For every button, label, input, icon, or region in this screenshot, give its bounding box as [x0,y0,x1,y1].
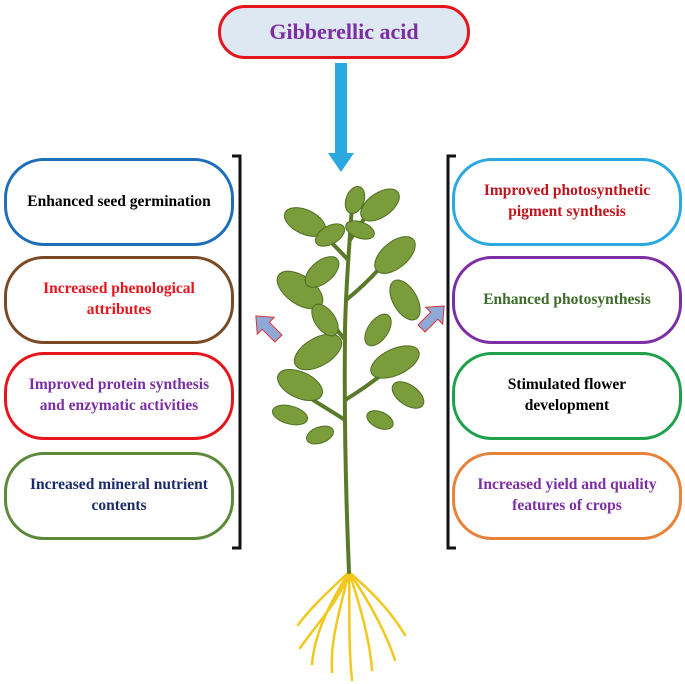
left-effect-4: Increased mineral nutrient contents [4,452,234,540]
right-effect-2: Enhanced photosynthesis [452,256,682,344]
title-box: Gibberellic acid [218,5,470,59]
right-effect-4: Increased yield and quality features of … [452,452,682,540]
right-bracket [446,154,456,550]
right-arrow-icon [417,305,445,333]
left-effect-1-text: Enhanced seed germination [27,192,211,210]
left-bracket [232,154,242,550]
right-effect-1-text: Improved photosynthetic pigment synthesi… [483,182,651,220]
leaves [271,185,425,445]
right-effect-2-text: Enhanced photosynthesis [483,290,651,308]
left-effect-2: Increased phenological attributes [4,256,234,344]
plant-icon [271,185,425,682]
right-effect-4-text: Increased yield and quality features of … [477,476,657,514]
left-effect-2-text: Increased phenological attributes [43,280,195,318]
right-effect-1: Improved photosynthetic pigment synthesi… [452,158,682,246]
left-arrow-icon [255,315,283,343]
left-effect-3: Improved protein synthesis and enzymatic… [4,352,234,440]
roots [296,570,407,682]
down-arrow-icon [328,63,354,172]
left-effect-3-text: Improved protein synthesis and enzymatic… [28,376,210,414]
right-effect-3: Stimulated flower development [452,352,682,440]
title-text: Gibberellic acid [269,19,419,44]
left-effect-1: Enhanced seed germination [4,158,234,246]
left-effect-4-text: Increased mineral nutrient contents [30,476,208,514]
right-effect-3-text: Stimulated flower development [507,376,627,414]
